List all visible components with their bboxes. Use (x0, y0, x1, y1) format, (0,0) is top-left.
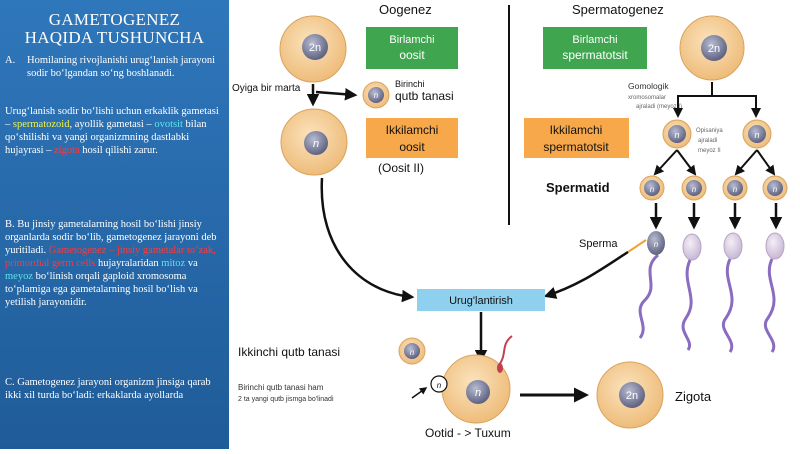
paragraph-a: A.Homilaning rivojlanishi urug‘lanish ja… (5, 55, 216, 79)
svg-text:oosit: oosit (399, 48, 425, 62)
arrow-sperm-to-fertilization (543, 250, 629, 299)
ikkilamchi-oosit-box: Ikkilamchi oosit (366, 118, 458, 158)
urug-lantirish-box: Urug'lantirish (417, 289, 545, 311)
zigota-label: Zigota (675, 389, 712, 404)
svg-text:n: n (773, 185, 778, 194)
gomologik-label: Gomologik (628, 81, 669, 91)
svg-text:2n: 2n (708, 43, 720, 55)
spermatogonium-cell: 2n (679, 15, 745, 81)
gametogenesis-diagram: Oogenez Spermatogenez 2n Birlamchi oosit… (229, 0, 800, 449)
spermatid-cell-3: n (722, 175, 748, 201)
oosit-ii-label: (Oosit II) (378, 161, 424, 175)
birinchi-qutb-cell: n (362, 81, 390, 109)
svg-text:spermatotsit: spermatotsit (562, 48, 628, 62)
arrow-to-spermatid-4 (756, 149, 776, 176)
opisaniya-label: Opisaniya (696, 128, 723, 134)
spermatid-label: Spermatid (546, 180, 610, 195)
svg-text:Ikkilamchi: Ikkilamchi (550, 123, 603, 137)
svg-text:xromosomalar: xromosomalar (628, 95, 666, 101)
sperm-cell-1: n (627, 231, 665, 339)
sperm-cell-2 (681, 233, 702, 351)
svg-text:2n: 2n (309, 42, 321, 54)
arrow-to-spermatid-2 (676, 149, 697, 176)
term-meyoz: meyoz (5, 271, 33, 282)
svg-text:n: n (733, 185, 738, 194)
svg-text:meyoz II: meyoz II (698, 148, 721, 154)
oyiga-bir-marta-label: Oyiga bir marta (232, 83, 301, 94)
svg-text:n: n (475, 387, 481, 399)
term-ovotsit: ovotsit (154, 119, 183, 130)
arrow-to-polar-split (411, 387, 428, 399)
svg-text:Urug'lantirish: Urug'lantirish (449, 295, 513, 307)
svg-text:2n: 2n (626, 390, 638, 402)
spermatogenez-title: Spermatogenez (572, 2, 664, 17)
birinchi-qutb-ham-label: Birinchi qutb tanasi ham (238, 383, 324, 392)
arrow-to-spermatid-1 (653, 149, 678, 176)
svg-text:n: n (654, 240, 659, 249)
svg-text:n: n (754, 130, 759, 140)
term-zigota: zigota (54, 145, 80, 156)
ikkilamchi-oosit-cell: n (280, 108, 348, 176)
arrow-to-polar1 (315, 88, 358, 101)
svg-text:spermatotsit: spermatotsit (543, 140, 609, 154)
arrow-split-left (673, 82, 713, 118)
svg-text:n: n (437, 381, 442, 390)
svg-text:n: n (674, 130, 679, 140)
ikkinchi-qutb-label: Ikkinchi qutb tanasi (238, 345, 340, 359)
sperma-label: Sperma (579, 238, 618, 250)
ikkilamchi-spermatotsit-cell-2: n (742, 119, 772, 149)
spermatid-cell-1: n (639, 175, 665, 201)
svg-text:n: n (692, 185, 697, 194)
svg-text:qutb tanasi: qutb tanasi (395, 89, 454, 103)
svg-text:n: n (374, 91, 379, 100)
term-spermatozoid: spermatozoid (12, 119, 70, 130)
term-mitoz: mitoz (161, 258, 186, 269)
svg-text:n: n (313, 138, 319, 150)
svg-text:2 ta yangi qutb jismga bo'lina: 2 ta yangi qutb jismga bo'linadi (238, 396, 334, 403)
zigota-cell: 2n (596, 361, 664, 429)
ikkinchi-qutb-cell: n (398, 337, 426, 365)
birlamchi-oosit-box: Birlamchi oosit (366, 27, 458, 69)
svg-text:n: n (650, 185, 655, 194)
arrow-to-spermatid-3 (734, 149, 758, 176)
spermatid-cell-4: n (762, 175, 788, 201)
svg-text:oosit: oosit (399, 140, 425, 154)
svg-text:ajraladi: ajraladi (698, 138, 717, 144)
sperm-cell-4 (764, 232, 785, 353)
birlamchi-spermatotsit-box: Birlamchi spermatotsit (543, 27, 647, 69)
paragraph-b: Urug‘lanish sodir bo‘lishi uchun erkakli… (5, 106, 219, 156)
panel-title: GAMETOGENEZ HAQIDA TUSHUNCHA (24, 10, 205, 47)
ikkilamchi-spermatotsit-cell-1: n (662, 119, 692, 149)
svg-text:Ikkilamchi: Ikkilamchi (386, 123, 439, 137)
sperm-cell-3 (722, 232, 743, 353)
info-panel: GAMETOGENEZ HAQIDA TUSHUNCHA A.Homilanin… (0, 0, 229, 449)
svg-text:n: n (410, 348, 415, 357)
svg-text:Birinchi: Birinchi (395, 79, 425, 89)
svg-text:Birlamchi: Birlamchi (389, 34, 434, 46)
svg-text:Birlamchi: Birlamchi (572, 34, 617, 46)
paragraph-c: B. Bu jinsiy gametalarning hosil bo‘lish… (5, 219, 217, 308)
ootid-tuxum-label: Ootid - > Tuxum (425, 426, 511, 440)
ikkilamchi-spermatotsit-box: Ikkilamchi spermatotsit (524, 118, 629, 158)
arrow-split-right (712, 95, 761, 118)
oogonium-cell: 2n (279, 15, 347, 83)
paragraph-d: C. Gametogenez jarayoni organizm jinsiga… (5, 377, 211, 401)
svg-text:ajraladi (meyoz I): ajraladi (meyoz I) (636, 104, 682, 110)
oogenez-title: Oogenez (379, 2, 432, 17)
arrow-oocyte-to-fertilization (320, 177, 415, 303)
term-gametogenez: Gametogenez – jinsiy gametalar to‘zak, p… (5, 245, 216, 269)
ootid-cell: n n (430, 335, 513, 424)
spermatid-cell-2: n (681, 175, 707, 201)
